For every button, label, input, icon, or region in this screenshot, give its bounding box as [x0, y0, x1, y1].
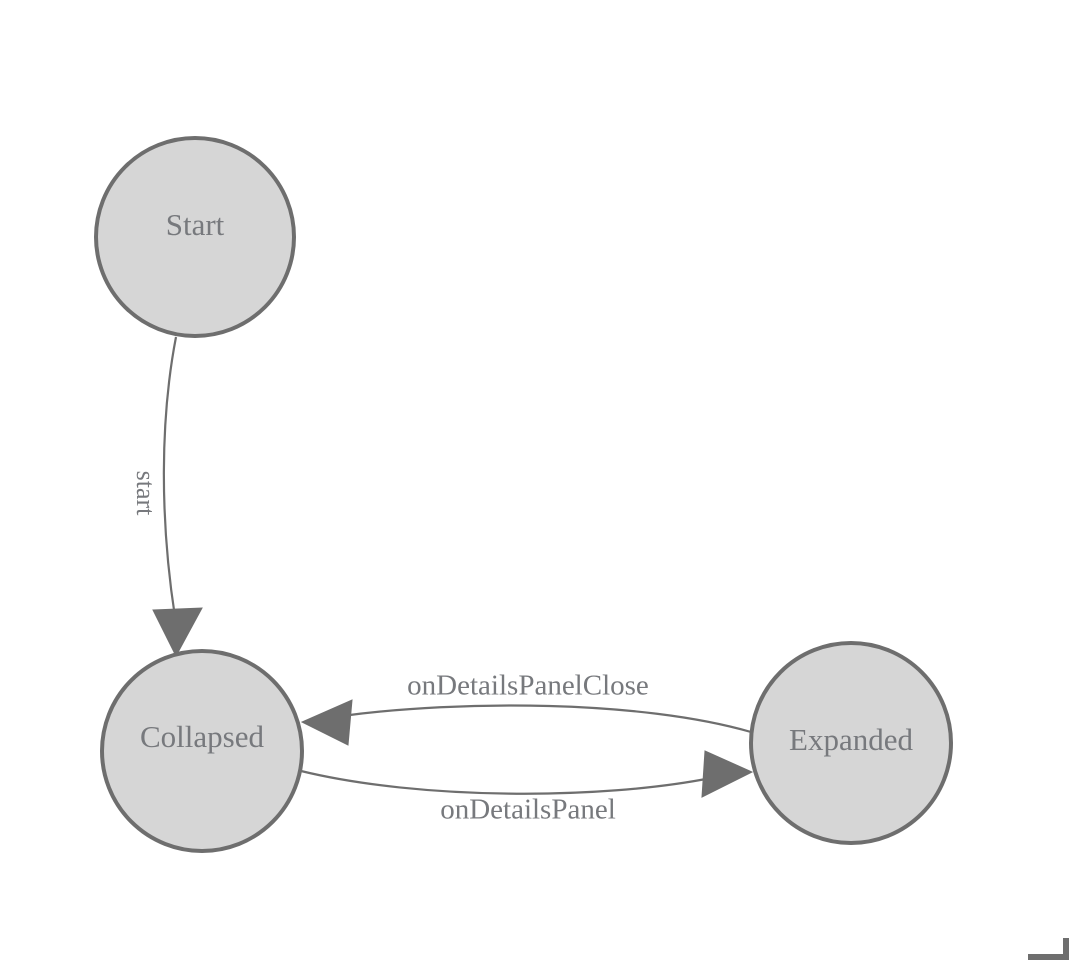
edge-path-start-collapsed [162, 336, 178, 618]
edge-label-start: start [131, 471, 160, 517]
node-expanded-label: Expanded [789, 722, 913, 757]
arrowhead-into-collapsed-right [300, 699, 353, 746]
edge-label-on-details-panel-close: onDetailsPanelClose [407, 670, 649, 702]
node-collapsed-circle [100, 649, 304, 853]
resize-corner-mark[interactable] [1028, 938, 1069, 960]
node-start[interactable]: Start [94, 136, 296, 338]
node-start-label: Start [166, 207, 225, 242]
arrowhead-into-expanded [701, 750, 754, 798]
arrowhead-into-collapsed-top [152, 607, 203, 658]
node-expanded-circle [749, 641, 953, 845]
edge-expanded-to-collapsed[interactable]: onDetailsPanelClose [300, 670, 752, 746]
edge-collapsed-to-expanded[interactable]: onDetailsPanel [300, 750, 754, 826]
node-expanded[interactable]: Expanded [749, 641, 953, 845]
node-start-circle [94, 136, 296, 338]
edge-label-on-details-panel: onDetailsPanel [440, 794, 616, 826]
edge-path-collapsed-expanded [300, 769, 712, 795]
edge-start-to-collapsed[interactable]: start [131, 336, 203, 658]
node-collapsed[interactable]: Collapsed [100, 649, 304, 853]
edge-path-expanded-collapsed [341, 704, 752, 734]
node-collapsed-label: Collapsed [140, 719, 264, 754]
